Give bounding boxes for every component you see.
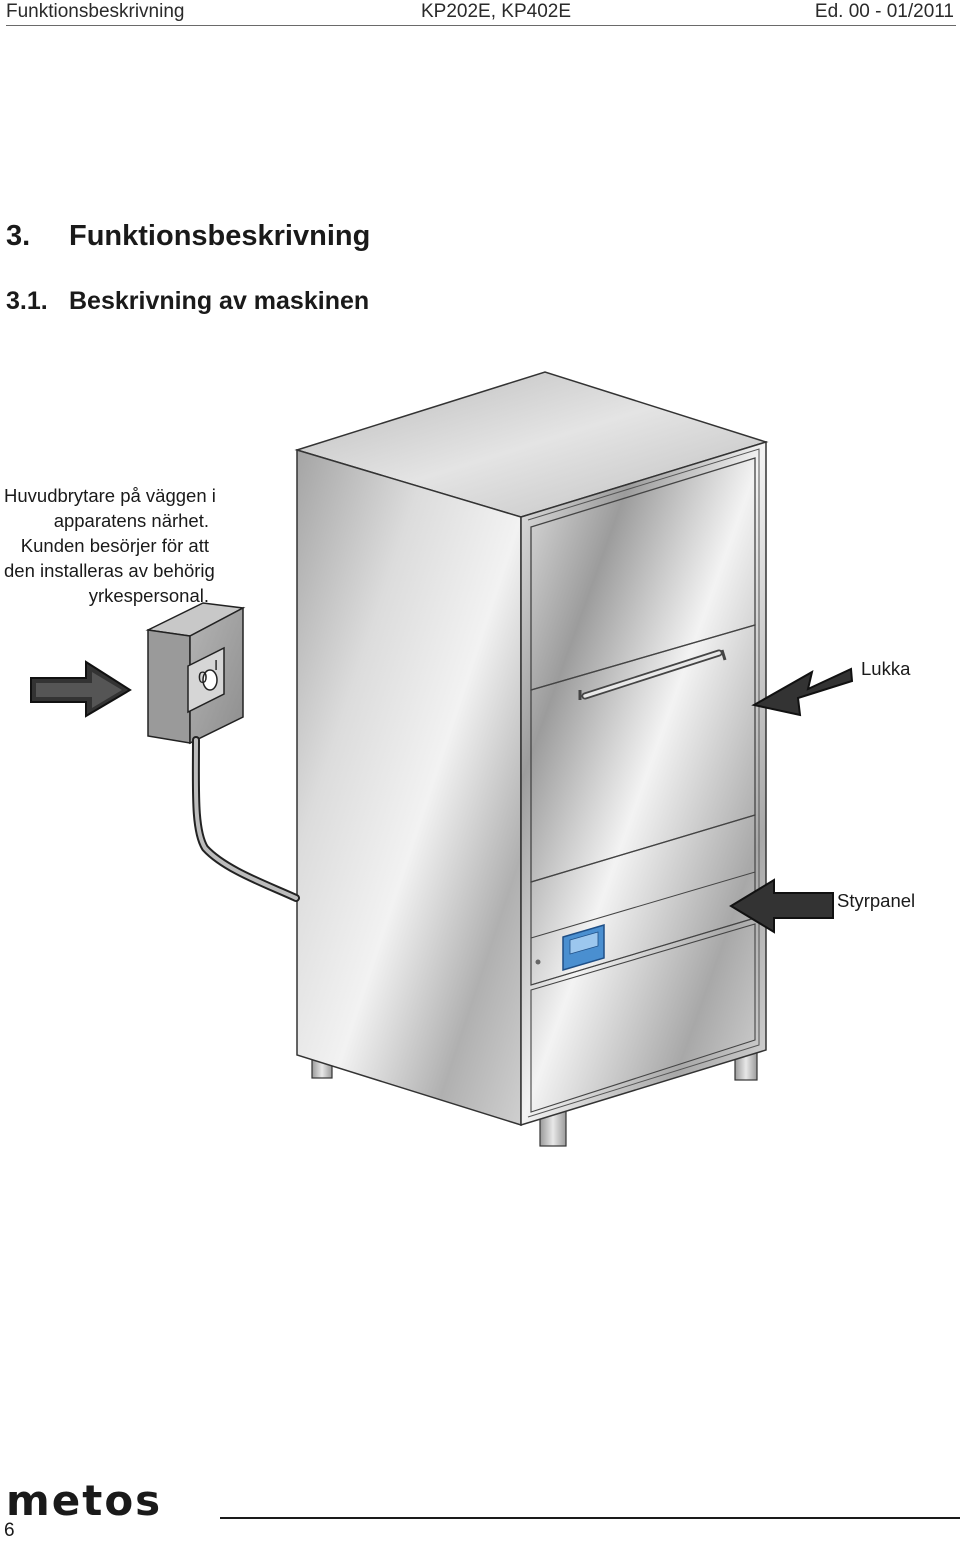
- door-label: Lukka: [861, 658, 911, 679]
- callout-line: yrkespersonal.: [88, 585, 209, 606]
- page-number: 6: [4, 1520, 15, 1541]
- control-panel-label: Styrpanel: [837, 890, 916, 911]
- footer-rule: [220, 1517, 960, 1519]
- arrow-icon: [751, 667, 854, 717]
- header-model: KP202E, KP402E: [421, 1, 571, 22]
- header-left: Funktionsbeskrivning: [6, 1, 185, 22]
- subsection-title: Beskrivning av maskinen: [69, 287, 370, 315]
- subsection-heading: 3.1. Beskrivning av maskinen: [6, 287, 369, 316]
- callout-line: den installeras av behörig: [4, 560, 215, 581]
- main-switch-callout: Huvudbrytare på väggen i apparatens närh…: [4, 483, 216, 608]
- subsection-number: 3.1.: [6, 287, 48, 315]
- main-switch: [145, 602, 300, 902]
- callout-line: Kunden besörjer för att: [20, 535, 209, 556]
- header-edition: Ed. 00 - 01/2011: [814, 1, 954, 22]
- section-number: 3.: [6, 220, 31, 252]
- arrow-icon: [729, 878, 834, 934]
- callout-line: apparatens närhet.: [53, 510, 209, 531]
- header-rule: [6, 25, 956, 26]
- section-title: Funktionsbeskrivning: [69, 220, 371, 252]
- switch-off-mark: 0: [198, 668, 207, 687]
- arrow-icon: [30, 660, 132, 718]
- callout-line: Huvudbrytare på väggen i: [4, 485, 216, 506]
- section-heading: 3. Funktionsbeskrivning: [6, 220, 370, 253]
- switch-on-mark: I: [214, 657, 218, 674]
- metos-logo: metos: [6, 1476, 162, 1525]
- page-header: Funktionsbeskrivning KP202E, KP402E Ed. …: [0, 0, 960, 26]
